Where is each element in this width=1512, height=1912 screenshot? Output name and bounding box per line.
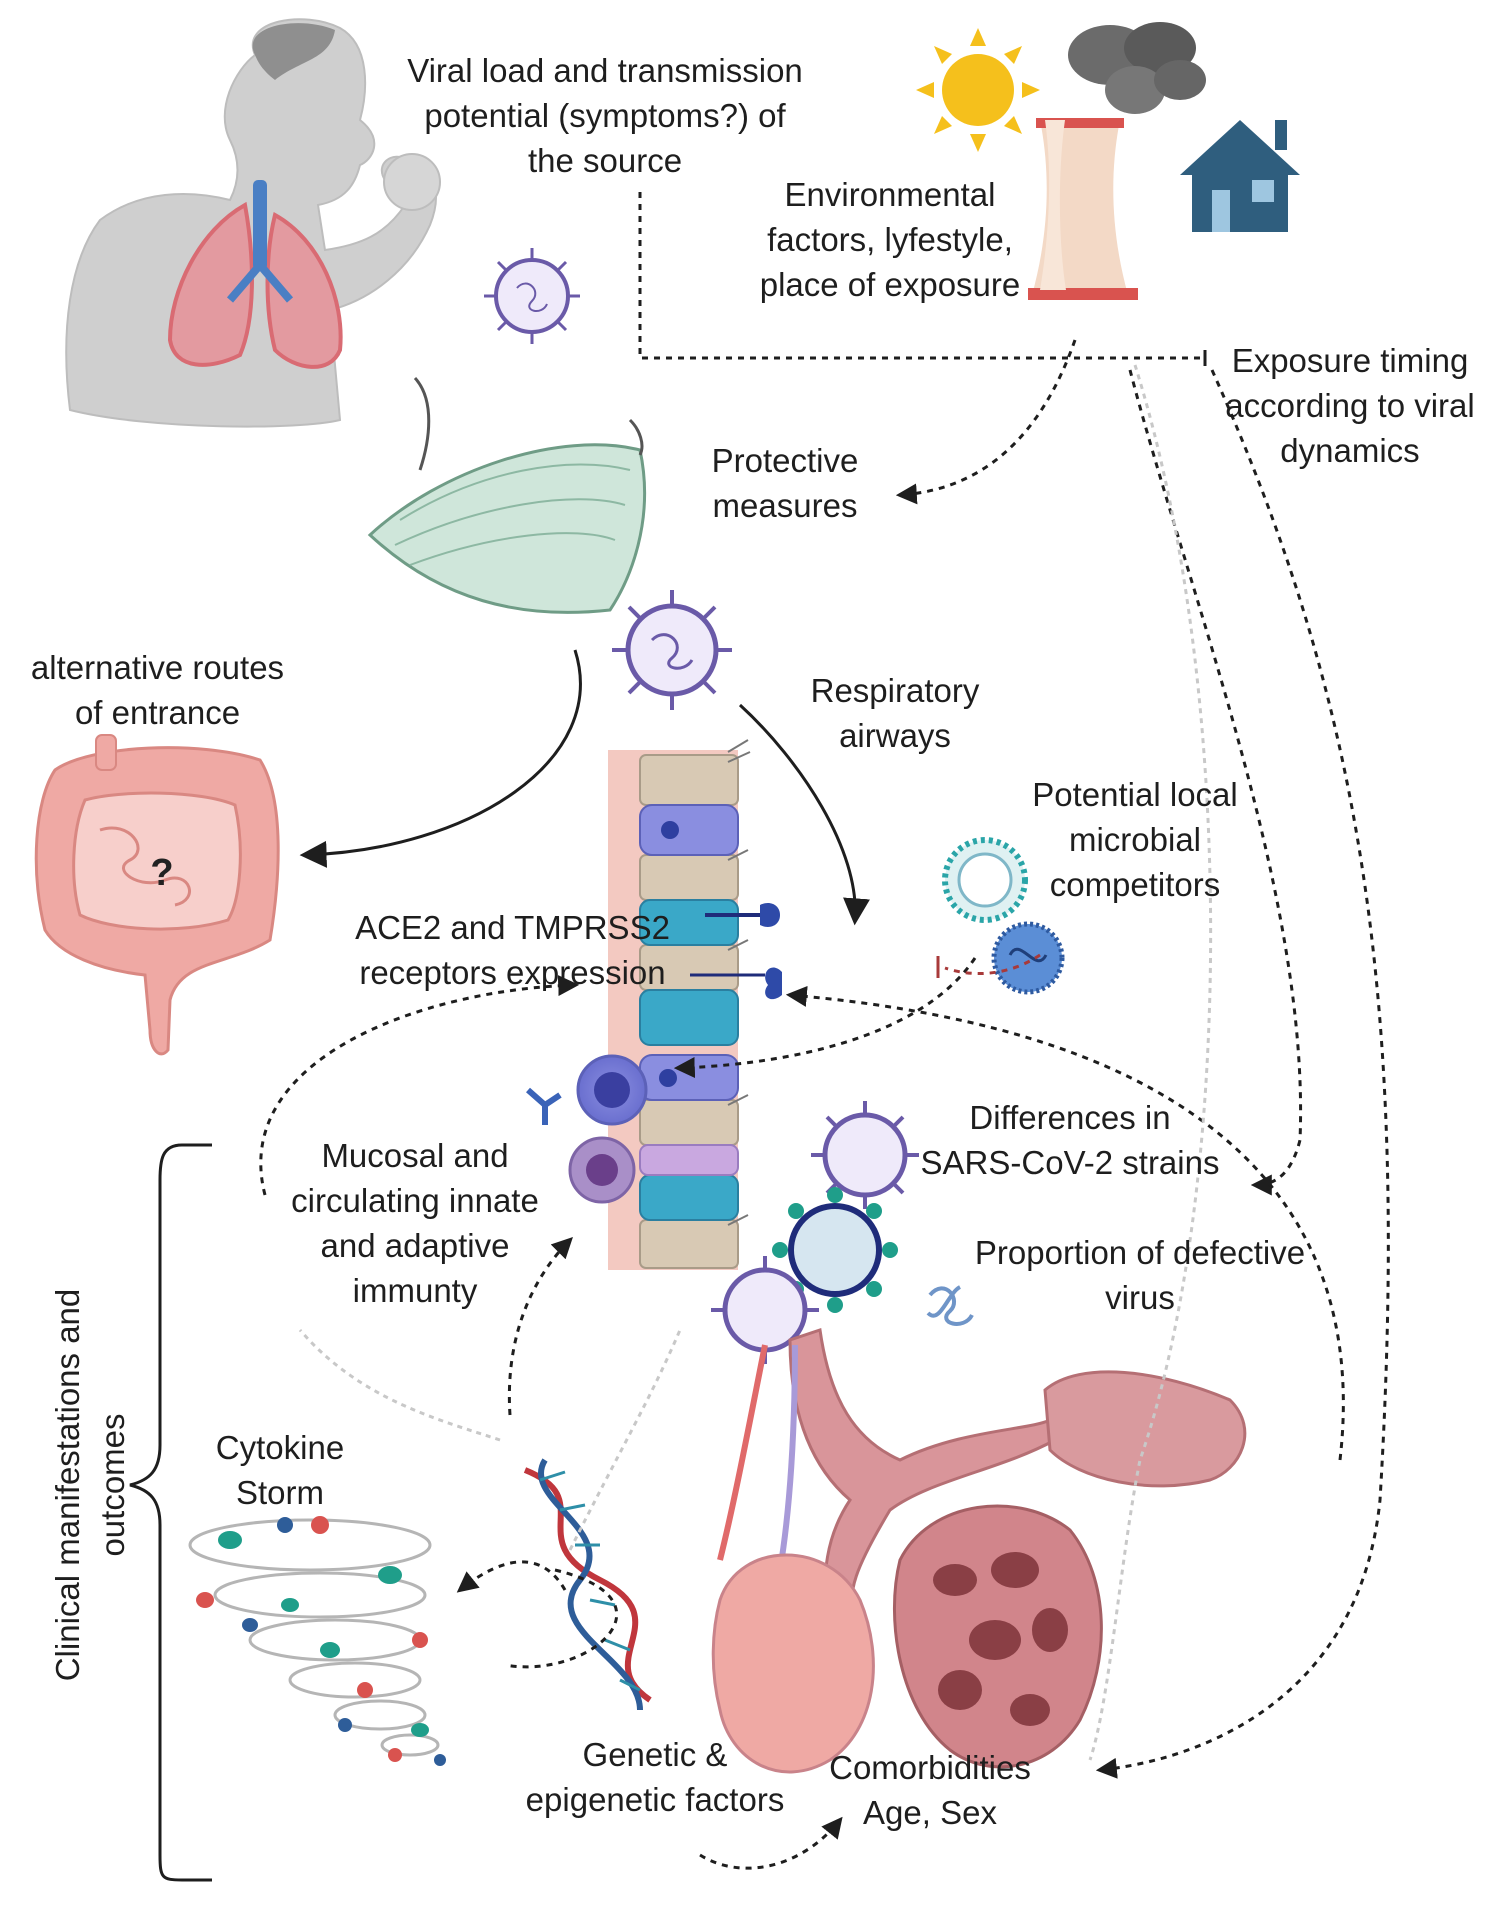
genetic-to-cytokine-arrow: [456, 1560, 567, 1593]
bronchi-alveoli-illustration: [711, 1328, 1247, 1774]
virus-small-icon: [484, 248, 580, 344]
factory-tower-icon: [1028, 22, 1206, 300]
solid-arrows: [299, 649, 870, 926]
dna-loop: [504, 1568, 619, 1669]
label-genetic-factors: Genetic &epigenetic factors: [525, 1736, 785, 1818]
microbial-competitors-icon: [942, 837, 1065, 995]
inhibition-line: [944, 953, 1041, 976]
intestine-question-mark: ?: [150, 852, 173, 894]
comorbid-to-receptors-arrow: [785, 985, 1345, 1461]
source-to-timing-line: [638, 192, 1205, 360]
faint-connection-lines: [298, 364, 1213, 1761]
house-icon: [1180, 120, 1300, 232]
genetic-to-comorbid-arrow: [699, 1816, 843, 1870]
virus-large-icon: [612, 590, 732, 710]
immunity-to-receptors-arrow: [259, 975, 580, 1196]
coughing-person-illustration: [65, 18, 441, 428]
strain-viruses-icon: [711, 1101, 974, 1364]
competitor-to-cell-arrow: [673, 957, 977, 1078]
sun-icon: [916, 28, 1040, 152]
dna-helix-icon: [523, 1458, 652, 1711]
clinical-bracket: [129, 1143, 212, 1882]
intestine-illustration: [34, 734, 280, 1056]
env-to-protective-arrow: [895, 339, 1077, 505]
virus-to-epithelium-arrow: [738, 703, 870, 926]
mask-to-intestine-arrow: [299, 649, 582, 868]
cytokine-storm-icon: [188, 1516, 446, 1766]
epithelium-illustration: [608, 739, 782, 1270]
timing-to-comorbid-arrow: [1095, 369, 1390, 1779]
genetic-to-immunity-arrow: [507, 1237, 573, 1416]
face-mask-illustration: [367, 376, 647, 614]
immune-cells-illustration: [526, 1054, 648, 1204]
